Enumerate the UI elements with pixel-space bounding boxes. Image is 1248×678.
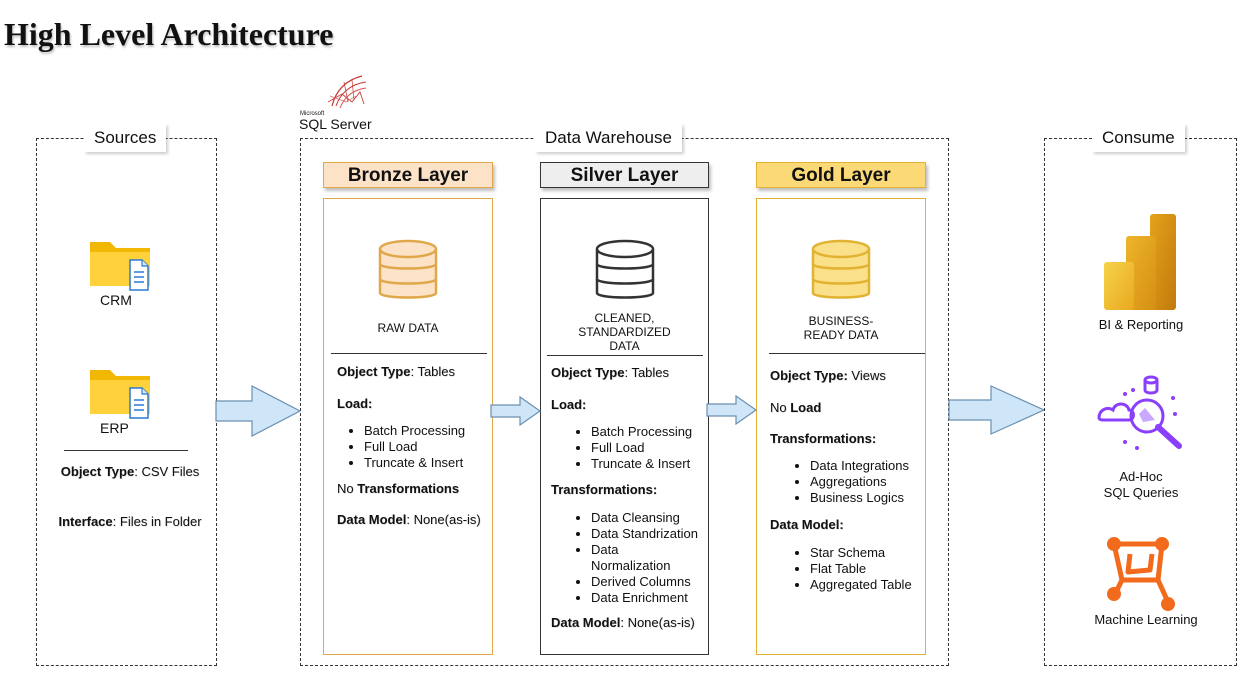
list-item: Data Enrichment: [591, 590, 701, 606]
arrow-silver-to-gold: [706, 395, 758, 425]
gold-data-model-label: Data Model:: [770, 517, 844, 532]
crm-label: CRM: [100, 292, 132, 308]
powerbi-icon: [1104, 214, 1176, 310]
silver-data-model: Data Model: None(as-is): [551, 615, 695, 630]
bronze-caption: RAW DATA: [377, 321, 439, 335]
gold-data-model-list: Star Schema Flat Table Aggregated Table: [770, 545, 912, 593]
folder-file-icon: [90, 242, 150, 291]
arrow-bronze-to-silver: [490, 396, 542, 426]
warehouse-label: Data Warehouse: [535, 124, 682, 152]
list-item: Data Cleansing: [591, 510, 701, 526]
list-item: Aggregated Table: [810, 577, 912, 593]
silver-object-type: Object Type: Tables: [551, 365, 670, 380]
gold-transformations-list: Data Integrations Aggregations Business …: [770, 458, 909, 506]
gold-no-load: No Load: [770, 400, 822, 415]
machine-learning-icon: [1107, 537, 1175, 611]
bronze-layer-box: RAW DATA Object Type: Tables Load: Batch…: [323, 198, 493, 655]
bronze-data-model: Data Model: None(as-is): [337, 512, 481, 527]
erp-label: ERP: [100, 420, 129, 436]
database-icon: [811, 239, 871, 299]
arrow-sources-to-warehouse: [215, 385, 302, 437]
gold-object-type: Object Type: Views: [770, 368, 886, 383]
list-item: Flat Table: [810, 561, 912, 577]
silver-layer-header: Silver Layer: [540, 162, 709, 188]
list-item: Data Integrations: [810, 458, 909, 474]
database-icon: [378, 239, 438, 299]
adhoc-sql-label: Ad-Hoc SQL Queries: [1103, 469, 1179, 500]
list-item: Truncate & Insert: [591, 456, 692, 472]
bronze-layer-header: Bronze Layer: [323, 162, 493, 188]
silver-load-list: Batch Processing Full Load Truncate & In…: [551, 424, 692, 472]
list-item: Batch Processing: [364, 423, 465, 439]
sql-query-icon: [1097, 375, 1182, 450]
bronze-load-label: Load:: [337, 396, 373, 411]
list-item: Star Schema: [810, 545, 912, 561]
silver-divider: [547, 355, 703, 356]
list-item: Derived Columns: [591, 574, 701, 590]
silver-transformations-label: Transformations:: [551, 482, 658, 497]
sources-object-type: Object Type: CSV Files: [60, 464, 200, 479]
silver-layer-box: CLEANED, STANDARDIZED DATA Object Type: …: [540, 198, 709, 655]
list-item: Aggregations: [810, 474, 909, 490]
list-item: Batch Processing: [591, 424, 692, 440]
bi-reporting-label: BI & Reporting: [1098, 317, 1184, 332]
sources-divider: [64, 450, 188, 451]
list-item: Business Logics: [810, 490, 909, 506]
database-icon: [595, 239, 655, 299]
page-title: High Level Architecture: [4, 16, 334, 52]
sources-label: Sources: [84, 124, 167, 152]
gold-layer-header: Gold Layer: [756, 162, 926, 188]
bronze-load-list: Batch Processing Full Load Truncate & In…: [324, 423, 465, 471]
erp-source: ERP: [88, 364, 160, 442]
silver-caption: CLEANED, STANDARDIZED DATA: [578, 311, 671, 353]
arrow-warehouse-to-consume: [948, 385, 1046, 435]
gold-caption: BUSINESS- READY DATA: [803, 314, 879, 342]
list-item: Data Normalization: [591, 542, 670, 574]
list-item: Full Load: [364, 439, 465, 455]
crm-source: CRM: [88, 236, 160, 314]
list-item: Full Load: [591, 440, 692, 456]
sql-server-logo: Microsoft SQL Server: [298, 72, 378, 134]
list-item: Truncate & Insert: [364, 455, 465, 471]
sources-interface: Interface: Files in Folder: [58, 514, 202, 529]
sql-server-brand-small: Microsoft: [300, 111, 325, 117]
gold-layer-box: BUSINESS- READY DATA Object Type: Views …: [756, 198, 926, 655]
bronze-object-type: Object Type: Tables: [337, 364, 456, 379]
sql-server-brand: SQL Server: [299, 116, 372, 132]
gold-transformations-label: Transformations:: [770, 431, 877, 446]
machine-learning-label: Machine Learning: [1094, 612, 1198, 627]
consume-label: Consume: [1092, 124, 1185, 152]
bronze-divider: [331, 353, 487, 354]
folder-file-icon: [90, 370, 150, 419]
list-item: Data Standrization: [591, 526, 701, 542]
sql-server-icon: [327, 75, 367, 109]
silver-load-label: Load:: [551, 397, 587, 412]
silver-transformations-list: Data Cleansing Data Standrization Data N…: [551, 510, 701, 606]
gold-divider: [769, 353, 925, 354]
bronze-no-transformations: No Transformations: [337, 481, 460, 496]
